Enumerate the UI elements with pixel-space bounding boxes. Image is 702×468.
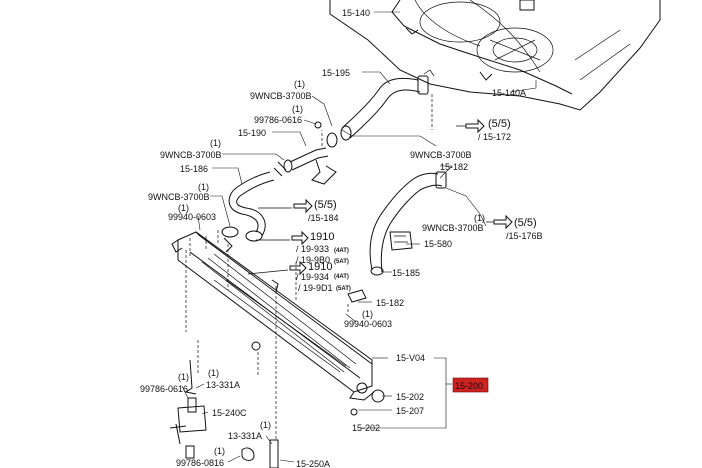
label-15-140: 15-140 — [342, 8, 370, 18]
label-99786-0616: 99786-0616 — [254, 115, 302, 125]
ref-5-5-label: (5/5) — [514, 217, 537, 229]
ref-15-176b-label: /15-176B — [506, 231, 543, 241]
drain-plug-assembly — [271, 279, 385, 416]
highlighted-part-15-200[interactable]: 15-200 — [452, 377, 489, 393]
label-15-202: 15-202 — [396, 392, 424, 402]
ref-5-5-label: (5/5) — [488, 118, 511, 130]
label-15-202: 15-202 — [352, 423, 380, 433]
qty-label: (1) — [178, 372, 189, 382]
label-9wncb-3700b: 9WNCB-3700B — [422, 223, 484, 233]
label-9wncb-3700b: 9WNCB-3700B — [410, 150, 472, 160]
label-15-185: 15-185 — [392, 268, 420, 278]
qty-label: (1) — [260, 420, 271, 430]
ref-1910-label: 1910 — [310, 231, 334, 243]
qty-label: (1) — [362, 309, 373, 319]
label-15-207: 15-207 — [396, 406, 424, 416]
qty-label: (1) — [178, 203, 189, 213]
label-9wncb-3700b: 9WNCB-3700B — [250, 91, 312, 101]
qty-label: (1) — [208, 368, 219, 378]
qty-label: (1) — [198, 182, 209, 192]
lower-radiator-hose — [369, 171, 447, 276]
ref-arrow-icon — [493, 214, 513, 230]
label-13-331a: 13-331A — [228, 431, 262, 441]
variant-note: (5AT) — [336, 286, 351, 292]
ref-19-933-label: / 19-933 — [296, 244, 329, 254]
variant-note: (4AT) — [334, 274, 349, 280]
label-15-200: 15-200 — [455, 381, 483, 391]
label-13-331a: 13-331A — [206, 380, 240, 390]
part-labels: 15-140 15-140A 15-195 (1) 9WNCB-3700B (1… — [140, 8, 543, 468]
label-9wncb-3700b: 9WNCB-3700B — [160, 150, 222, 160]
qty-label: (1) — [294, 79, 305, 89]
label-15-240c: 15-240C — [212, 408, 247, 418]
ref-15-184-label: /15-184 — [308, 213, 339, 223]
ref-arrow-icon — [291, 230, 309, 246]
guide-lines — [185, 94, 433, 440]
label-15-190: 15-190 — [238, 128, 266, 138]
radiator-core — [171, 231, 375, 401]
label-15-140a: 15-140A — [492, 88, 526, 98]
ref-arrow-icon — [465, 118, 485, 134]
ref-5-5-label: (5/5) — [314, 199, 337, 211]
label-15-250a: 15-250A — [296, 459, 330, 468]
coolant-pipe-assembly — [221, 121, 338, 242]
leader-lines — [181, 11, 537, 463]
label-15-580: 15-580 — [424, 239, 452, 249]
ref-19-9b0-label: / 19-9B0 — [296, 255, 330, 265]
label-99786-0616: 99786-0616 — [140, 384, 188, 394]
label-99786-0816: 99786-0816 — [176, 458, 224, 468]
label-99940-0603: 99940-0603 — [344, 319, 392, 329]
ref-arrow-icon — [293, 198, 313, 214]
qty-label: (1) — [292, 104, 303, 114]
variant-note: (4AT) — [334, 248, 349, 254]
ref-19-9d1-label: / 19-9D1 — [298, 283, 333, 293]
mounting-bracket-assembly — [169, 359, 279, 468]
fan-shroud-assembly — [329, 0, 661, 111]
label-99940-0603: 99940-0603 — [168, 212, 216, 222]
label-15-195: 15-195 — [322, 68, 350, 78]
label-9wncb-3700b: 9WNCB-3700B — [148, 192, 210, 202]
variant-note: (5AT) — [334, 259, 349, 265]
highlight-box — [452, 377, 489, 393]
ref-15-172-label: / 15-172 — [478, 132, 511, 142]
label-15-182: 15-182 — [376, 298, 404, 308]
ref-19-934-label: / 19-934 — [296, 272, 329, 282]
qty-label: (1) — [210, 138, 221, 148]
qty-label: (1) — [214, 446, 225, 456]
reference-arrows — [247, 118, 513, 276]
qty-label: (1) — [474, 213, 485, 223]
upper-radiator-hose — [340, 69, 435, 141]
ref-1910-label: 1910 — [308, 261, 332, 273]
ref-arrow-icon — [289, 260, 307, 276]
label-15-v04: 15-V04 — [396, 353, 425, 363]
label-15-186: 15-186 — [180, 164, 208, 174]
label-15-182: 15-182 — [440, 162, 468, 172]
